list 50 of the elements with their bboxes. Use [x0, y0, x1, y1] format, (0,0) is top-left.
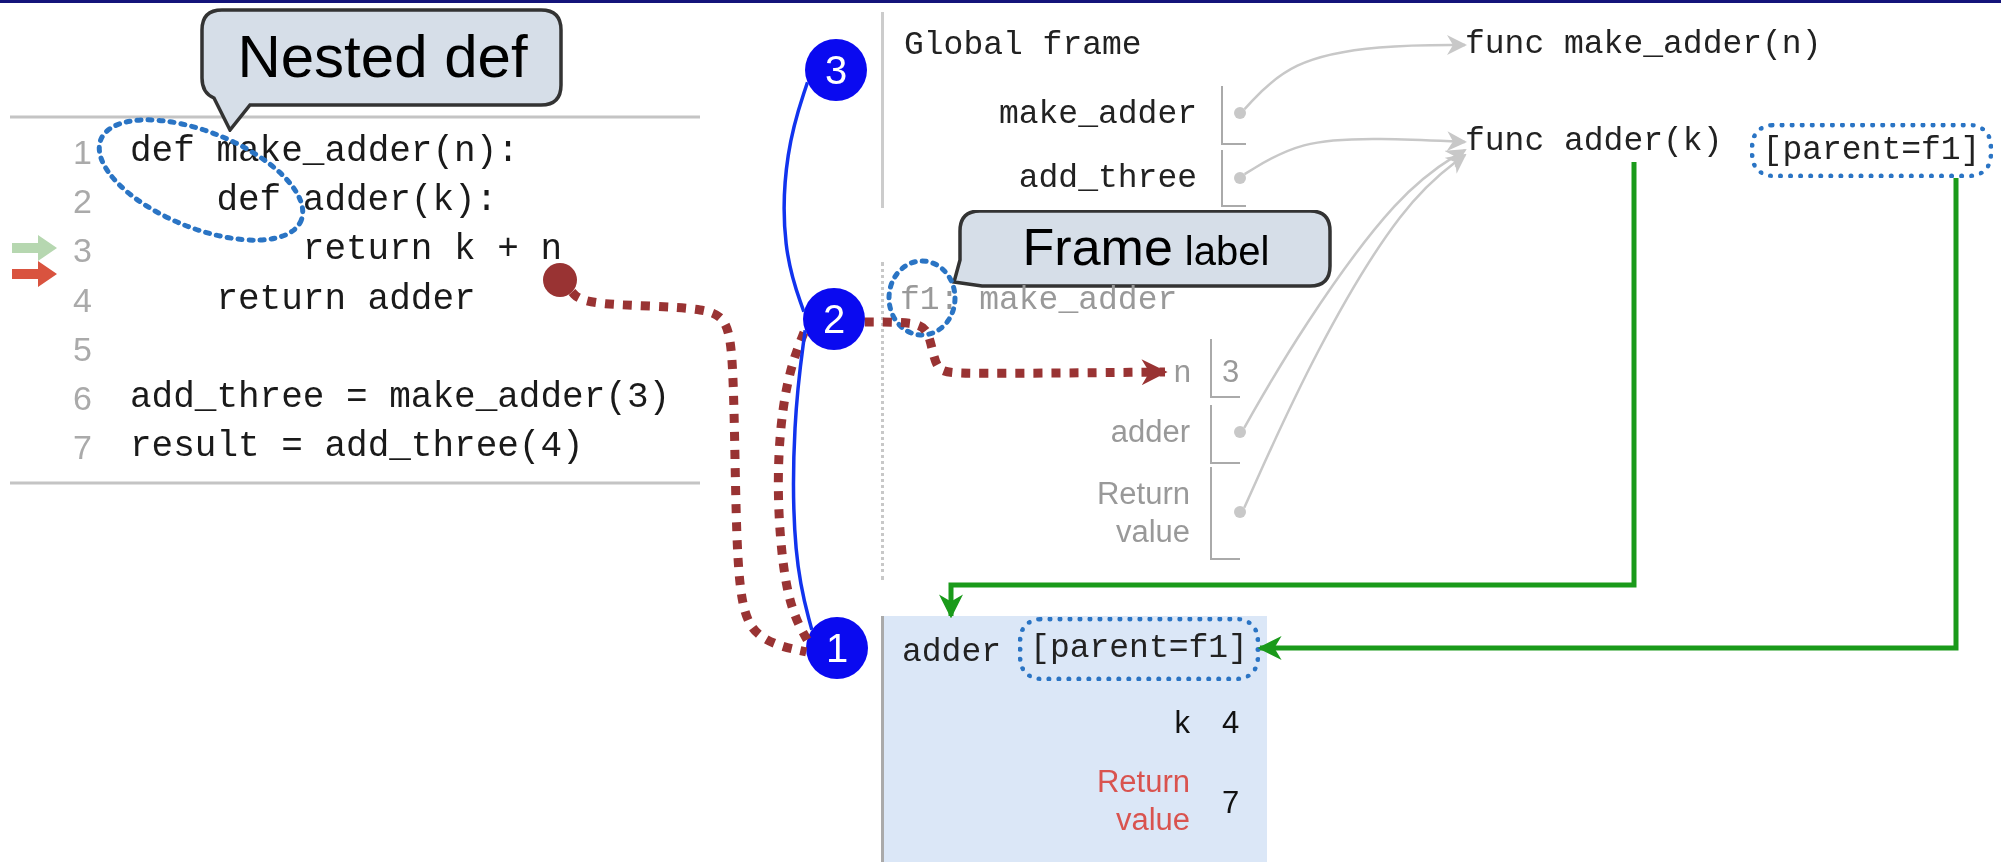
variable-value: 7 [1222, 784, 1241, 822]
arrow [1243, 131, 1467, 176]
arrow [864, 317, 1168, 386]
function-object: func make_adder(n) [1465, 25, 1823, 65]
arrow [1243, 35, 1467, 110]
callout-text: Nested def [237, 23, 528, 90]
line-number: 4 [72, 279, 92, 321]
code-line: add_three = make_adder(3) [130, 376, 671, 420]
dotted-highlight [1018, 617, 1260, 681]
pointer-dot [1234, 107, 1246, 119]
code-line: return k + n [302, 228, 563, 273]
line-number: 5 [72, 328, 92, 370]
function-object: func adder(k) [1465, 122, 1724, 162]
line-number: 3 [72, 230, 92, 272]
lookup-start-dot [543, 263, 577, 297]
line-number: 6 [72, 378, 92, 419]
callout-text: Frame [1022, 219, 1173, 277]
variable-name: add_three [1017, 159, 1197, 199]
callout-text: label [1184, 229, 1270, 274]
variable-name: adder [1109, 413, 1190, 451]
frame-title: Global frame [904, 26, 1143, 66]
frame-title: adder [902, 633, 1003, 673]
frame-title: f1: make_adder [900, 281, 1179, 321]
variable-name: n [1172, 353, 1191, 391]
step-number: 1 [825, 628, 849, 668]
step-number: 3 [824, 50, 848, 90]
code-line: return adder [216, 277, 476, 322]
variable-name: Return value [1095, 763, 1190, 839]
line-number: 7 [72, 427, 92, 469]
arrow [939, 162, 1637, 619]
frame-panel [881, 616, 1267, 862]
parent-label: [parent=f1] [1761, 131, 1982, 171]
variable-value: 3 [1222, 353, 1241, 391]
pointer-dot [1234, 506, 1246, 518]
variable-name: k [1173, 704, 1190, 742]
code-line: result = add_three(4) [130, 425, 584, 470]
parent-label: [parent=f1] [1029, 629, 1249, 669]
pointer-dot [1234, 172, 1246, 184]
line-number: 2 [72, 181, 92, 223]
step-number: 2 [822, 299, 846, 339]
pointer-dot [1234, 426, 1246, 438]
variable-name: Return value [1095, 475, 1190, 551]
dotted-highlight [1750, 123, 1993, 178]
arrow [1243, 153, 1467, 509]
arrow [1257, 178, 1959, 660]
line-number: 1 [72, 132, 92, 173]
variable-name: make_adder [997, 95, 1197, 135]
variable-value: 4 [1222, 704, 1241, 742]
code-line: def adder(k): [216, 179, 498, 224]
arrow [1243, 148, 1467, 429]
